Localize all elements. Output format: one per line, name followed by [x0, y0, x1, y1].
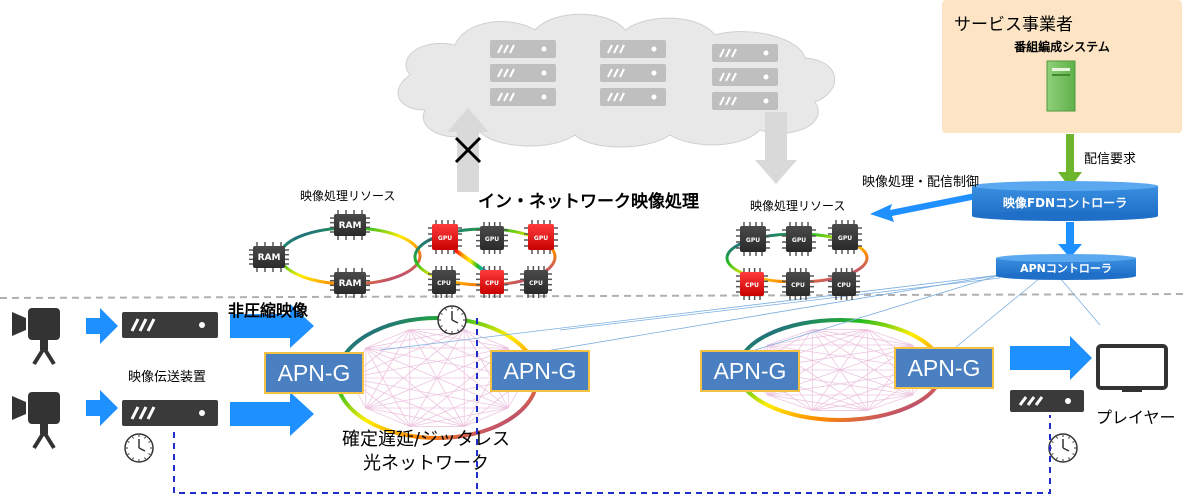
apn-controller-cylinder: [996, 254, 1136, 280]
svg-text:RAM: RAM: [339, 279, 362, 289]
cloud-servers: [490, 40, 778, 110]
server-icon: [490, 88, 556, 106]
svg-text:GPU: GPU: [746, 237, 760, 244]
network-label-line2: 光ネットワーク: [363, 453, 489, 474]
apn-g-node: APN-G: [700, 350, 800, 392]
in-network-label: イン・ネットワーク映像処理: [478, 192, 699, 212]
svg-text:GPU: GPU: [792, 237, 806, 244]
gray-down-arrow: [755, 112, 797, 184]
uncompressed-label: 非圧縮映像: [228, 301, 309, 320]
control-lines: [379, 274, 1101, 353]
chip-group: RAM RAM RAM GPU GPU GPU CPU CPU CPU GPU GPU GPU CPU C…: [249, 210, 862, 300]
svg-text:CPU: CPU: [837, 282, 851, 289]
svg-text:CPU: CPU: [485, 280, 499, 287]
server-icon: [712, 68, 778, 86]
svg-text:GPU: GPU: [838, 235, 852, 242]
apn-g-node: APN-G: [894, 347, 994, 389]
chip-icon: CPU: [828, 268, 860, 300]
sync-dashed-line: [173, 318, 1051, 494]
server-icon: [1046, 60, 1076, 112]
chip-icon: RAM: [249, 242, 289, 272]
chip-icon: CPU: [736, 268, 768, 300]
video-control-label: 映像処理・配信制御: [862, 175, 980, 190]
transmitter-icon: [122, 312, 218, 338]
clock-icon: [1048, 433, 1078, 463]
svg-text:CPU: CPU: [529, 280, 543, 287]
chip-icon: CPU: [782, 268, 814, 300]
svg-text:RAM: RAM: [258, 253, 281, 263]
server-icon: [490, 40, 556, 58]
camera-arrows: [86, 308, 118, 426]
transmitter-icon: [1010, 390, 1084, 412]
svg-text:CPU: CPU: [791, 282, 805, 289]
network-label: 確定遅延/ジッタレス 光ネットワーク: [336, 428, 516, 476]
chip-icon: CPU: [476, 266, 508, 298]
server-icon: [600, 40, 666, 58]
chip-icon: GPU: [782, 222, 816, 256]
camera-icon: [12, 392, 60, 450]
fdn-controller-cylinder: [972, 181, 1158, 221]
apn-g-node: APN-G: [264, 352, 364, 394]
chip-icon: GPU: [524, 220, 558, 254]
camera-group: [12, 308, 60, 450]
svg-text:GPU: GPU: [438, 235, 452, 242]
svg-text:GPU: GPU: [485, 236, 499, 243]
program-system-label: 番組編成システム: [1014, 40, 1110, 54]
delivery-request-arrow: [1058, 134, 1082, 188]
cross-icon: [454, 136, 482, 164]
clock-icon: [124, 433, 154, 463]
clock-icon: [437, 305, 467, 335]
camera-icon: [12, 308, 60, 366]
chip-icon: GPU: [428, 220, 462, 254]
player-label: プレイヤー: [1096, 408, 1176, 427]
monitor-icon: [1096, 344, 1168, 392]
svg-text:GPU: GPU: [534, 235, 548, 242]
resources-right-label: 映像処理リソース: [750, 199, 846, 213]
service-provider-box: サービス事業者 番組編成システム: [942, 0, 1182, 133]
provider-title: サービス事業者: [954, 15, 1073, 35]
svg-text:CPU: CPU: [437, 280, 451, 287]
fdn-to-apn-arrow: [1058, 222, 1082, 258]
network-label-line1: 確定遅延/ジッタレス: [341, 429, 511, 450]
control-arrow: [870, 192, 982, 222]
resources-left-label: 映像処理リソース: [300, 189, 396, 203]
chip-icon: RAM: [330, 210, 370, 240]
svg-text:RAM: RAM: [339, 221, 362, 231]
svg-text:CPU: CPU: [745, 282, 759, 289]
server-icon: [600, 88, 666, 106]
fdn-controller-label: 映像FDNコントローラ: [1002, 196, 1128, 210]
clock-group: [124, 305, 1078, 463]
separator-line: [0, 293, 1184, 299]
big-arrows: [230, 304, 1092, 436]
chip-icon: CPU: [428, 266, 460, 298]
chip-icon: GPU: [736, 222, 770, 256]
chip-icon: RAM: [330, 268, 370, 298]
transmitter-group: [122, 312, 1084, 426]
apn-controller-label: APNコントローラ: [1020, 262, 1112, 275]
chip-icon: CPU: [520, 266, 552, 298]
transmitter-label: 映像伝送装置: [128, 370, 207, 385]
server-icon: [600, 64, 666, 82]
chip-icon: GPU: [828, 220, 862, 254]
server-icon: [712, 92, 778, 110]
transmitter-icon: [122, 400, 218, 426]
delivery-request-label: 配信要求: [1084, 152, 1137, 167]
server-icon: [712, 44, 778, 62]
apn-g-node: APN-G: [490, 350, 590, 392]
chip-icon: GPU: [476, 222, 508, 254]
server-icon: [490, 64, 556, 82]
